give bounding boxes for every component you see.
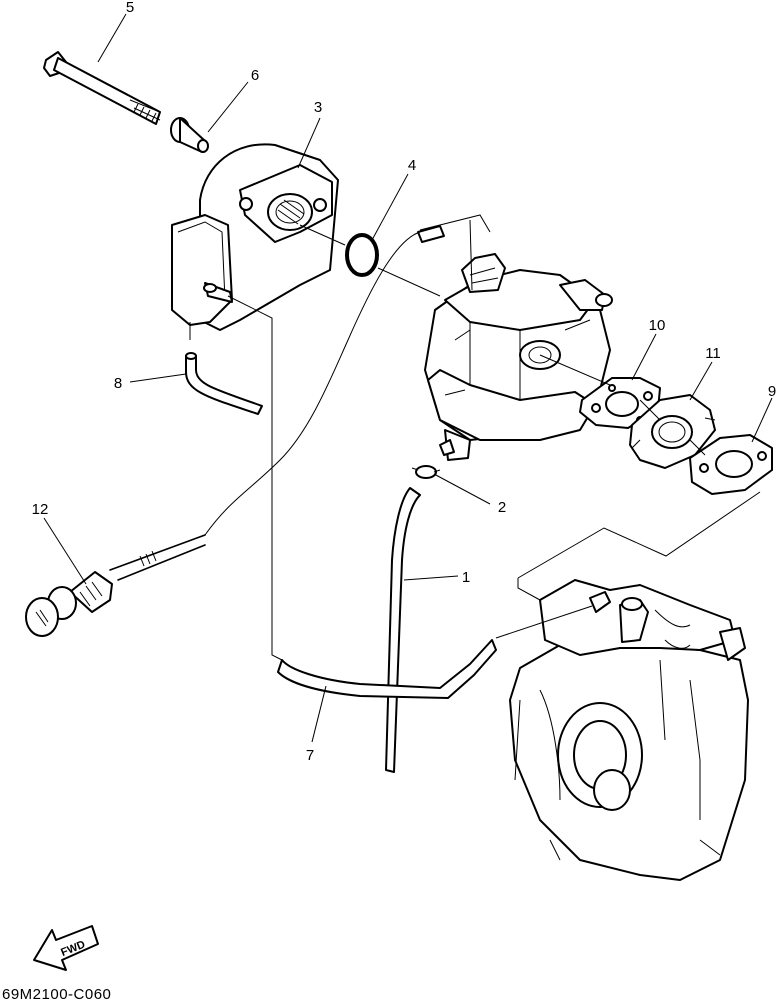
callout-1: 1 bbox=[462, 569, 470, 586]
callout-7: 7 bbox=[306, 747, 314, 764]
engine-block-part bbox=[509, 579, 749, 881]
callout-8: 8 bbox=[114, 375, 122, 392]
o-ring-part bbox=[345, 233, 379, 277]
callout-12: 12 bbox=[32, 501, 49, 518]
fuel-hose-part bbox=[385, 487, 421, 773]
diagram-code: 69M2100-C060 bbox=[2, 986, 112, 1003]
intake-silencer-part bbox=[171, 143, 339, 340]
carburetor-body-part bbox=[417, 214, 613, 461]
insulator-11-part bbox=[629, 394, 716, 469]
breather-hose-part bbox=[277, 639, 497, 699]
callout-3: 3 bbox=[314, 99, 322, 116]
collar-part bbox=[170, 117, 209, 153]
callout-9: 9 bbox=[768, 383, 776, 400]
callout-5: 5 bbox=[126, 0, 134, 16]
assembly-lines bbox=[204, 224, 761, 661]
gasket-9-part bbox=[689, 434, 773, 495]
hose-clip-part bbox=[411, 465, 441, 479]
callout-2: 2 bbox=[498, 499, 506, 516]
gasket-10-part bbox=[579, 377, 661, 429]
callout-6: 6 bbox=[251, 67, 259, 84]
callout-10: 10 bbox=[649, 317, 666, 334]
callout-11: 11 bbox=[705, 345, 721, 362]
hose-short-part bbox=[185, 355, 263, 415]
choke-knob-part bbox=[25, 534, 206, 637]
callout-4: 4 bbox=[408, 157, 416, 174]
bolt-part bbox=[43, 51, 161, 125]
forward-direction-arrow-icon: FWD bbox=[33, 925, 99, 971]
callouts: 5 6 3 4 8 10 11 9 2 1 12 7 bbox=[32, 0, 777, 764]
